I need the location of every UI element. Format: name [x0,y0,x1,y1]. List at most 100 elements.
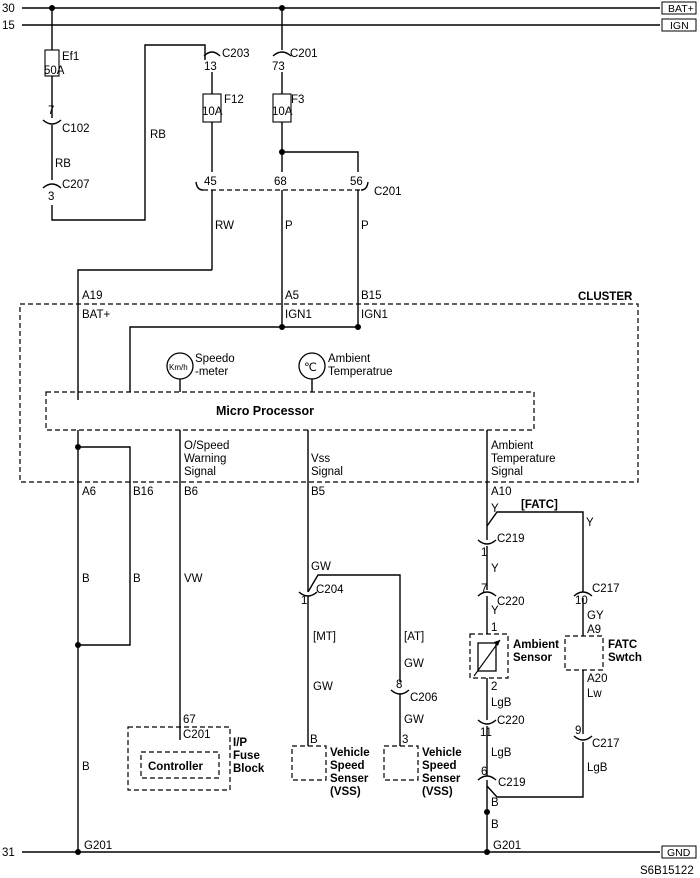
speedometer-label-2: -meter [195,366,228,378]
wire-gw-mt: GW [313,681,333,693]
vss1-name-3: Senser [330,773,369,785]
rail-31: 31 GND [2,845,697,859]
rail-15-tag: IGN [670,20,689,32]
rail-31-number: 31 [2,847,15,859]
c204-label: C204 [316,584,344,596]
pin-a19: A19 [82,290,102,302]
ground-g201-left: G201 [84,840,112,852]
amb-signal-label-3: Signal [491,466,523,478]
pin-a5-signal: IGN1 [285,309,312,321]
controller-label: Controller [148,761,203,773]
pin-a20: A20 [587,673,607,685]
rail-15-number: 15 [2,20,15,32]
ambient-gauge-label-1: Ambient [328,353,371,365]
wire-y-2: Y [491,563,499,575]
c220-a-pin: 7 [481,583,487,595]
wire-rw: RW [215,220,234,232]
ospeed-label-2: Warning [184,453,226,465]
wire-rb-2: RB [150,129,166,141]
ambient-sensor-label-2: Sensor [513,652,553,664]
pin-a10: A10 [491,486,511,498]
c217-a-pin: 10 [575,595,588,607]
c219-a-pin: 1 [481,547,487,559]
wire-p-1: P [285,220,293,232]
ipfuse-block-label-3: Block [233,763,265,775]
c201-row-label: C201 [374,186,402,198]
ambient-branch: Y [FATC] Y C219 1 Y 7 C220 Y 1 Ambient S… [469,430,642,855]
wire-b-gnd-left: B [82,761,90,773]
ef1-fuse-rating: 50A [44,65,65,77]
ground-g201-right: G201 [493,840,521,852]
f12-branch: C203 13 F12 10A RW [77,48,250,400]
c201-pin-45: 45 [204,176,217,188]
mt-label: [MT] [313,631,336,643]
ipfuse-block-label-2: Fuse [233,750,260,762]
vss1-name-4: (VSS) [330,786,361,798]
c102-label: C102 [62,123,90,135]
c201-top-label: C201 [290,48,318,60]
wire-lgb-3: LgB [587,762,608,774]
micro-processor-label: Micro Processor [216,404,314,418]
rail-31-tag: GND [667,847,691,859]
cluster-title: CLUSTER [578,291,633,303]
c203-label: C203 [222,48,250,60]
c217-b-pin: 9 [575,725,581,737]
wire-b-gnd-right-2: B [491,819,499,831]
vss1-name-1: Vehicle [330,747,370,759]
fatc-switch-label-2: Swtch [608,652,642,664]
speedometer-unit: Km/h [169,363,188,372]
vss1-pin: B [310,734,318,746]
c201-top-pin: 73 [272,61,285,73]
vss2-name-3: Senser [422,773,461,785]
fatc-tag: [FATC] [521,499,558,511]
speedometer-label-1: Speedo [195,353,235,365]
wire-lgb-1: LgB [491,697,512,709]
pin-b5: B5 [311,486,325,498]
pin-a6: A6 [82,486,96,498]
c201-pin-56: 56 [350,176,363,188]
vss2-name-2: Speed [422,760,457,772]
ambient-sensor-label-1: Ambient [513,639,559,651]
c207-pin: 3 [48,191,54,203]
ipfuse-pin: 67 [183,714,196,726]
wire-lgb-2: LgB [491,747,512,759]
ambient-gauge-label-2: Temperatrue [328,366,393,378]
f3-fuse-rating: 10A [272,106,293,118]
wire-lw: Lw [587,688,602,700]
rail-30-number: 30 [2,3,15,15]
rail-30: 30 BAT+ [2,1,697,15]
c206-pin: 8 [396,679,402,691]
pin-b6: B6 [184,486,198,498]
rail-15: 15 IGN [2,18,697,32]
vss-signal-label-1: Vss [311,453,330,465]
vss2-name-4: (VSS) [422,786,453,798]
ipfuse-block-label-1: I/P [233,737,247,749]
c201-connector-row: 45 68 56 C201 [195,176,402,198]
vss2-name-1: Vehicle [422,747,462,759]
c207-label: C207 [62,179,90,191]
c219-a-label: C219 [497,533,525,545]
ef1-fuse-name: Ef1 [62,51,79,63]
ef1-branch: Ef1 50A 7 C102 RB C207 3 RB [42,5,206,221]
vss2-pin: 3 [402,734,408,746]
ipfuse-connector: C201 [183,729,211,741]
wire-vw: VW [184,573,203,585]
amb-signal-label-1: Ambient [491,440,534,452]
pin-a19-signal: BAT+ [82,309,111,321]
wire-b-a6: B [82,573,90,585]
wire-b-b16: B [133,573,141,585]
pin-a9: A9 [587,624,601,636]
ospeed-label-3: Signal [184,466,216,478]
diagram-code: S6B15122 [640,865,694,877]
wire-p-2: P [361,220,369,232]
pin-b15: B15 [361,290,381,302]
c217-b-label: C217 [592,738,620,750]
vss-signal-label-2: Signal [311,466,343,478]
pin-b15-signal: IGN1 [361,309,388,321]
ospeed-branch: VW 67 C201 Controller I/P Fuse Block [127,430,265,791]
pin-a5: A5 [285,290,299,302]
c102-pin: 7 [48,105,54,117]
cluster-box: CLUSTER A19 BAT+ A5 IGN1 B15 IGN1 Km/h S… [19,290,639,498]
c220-b-pin: 11 [480,727,492,739]
